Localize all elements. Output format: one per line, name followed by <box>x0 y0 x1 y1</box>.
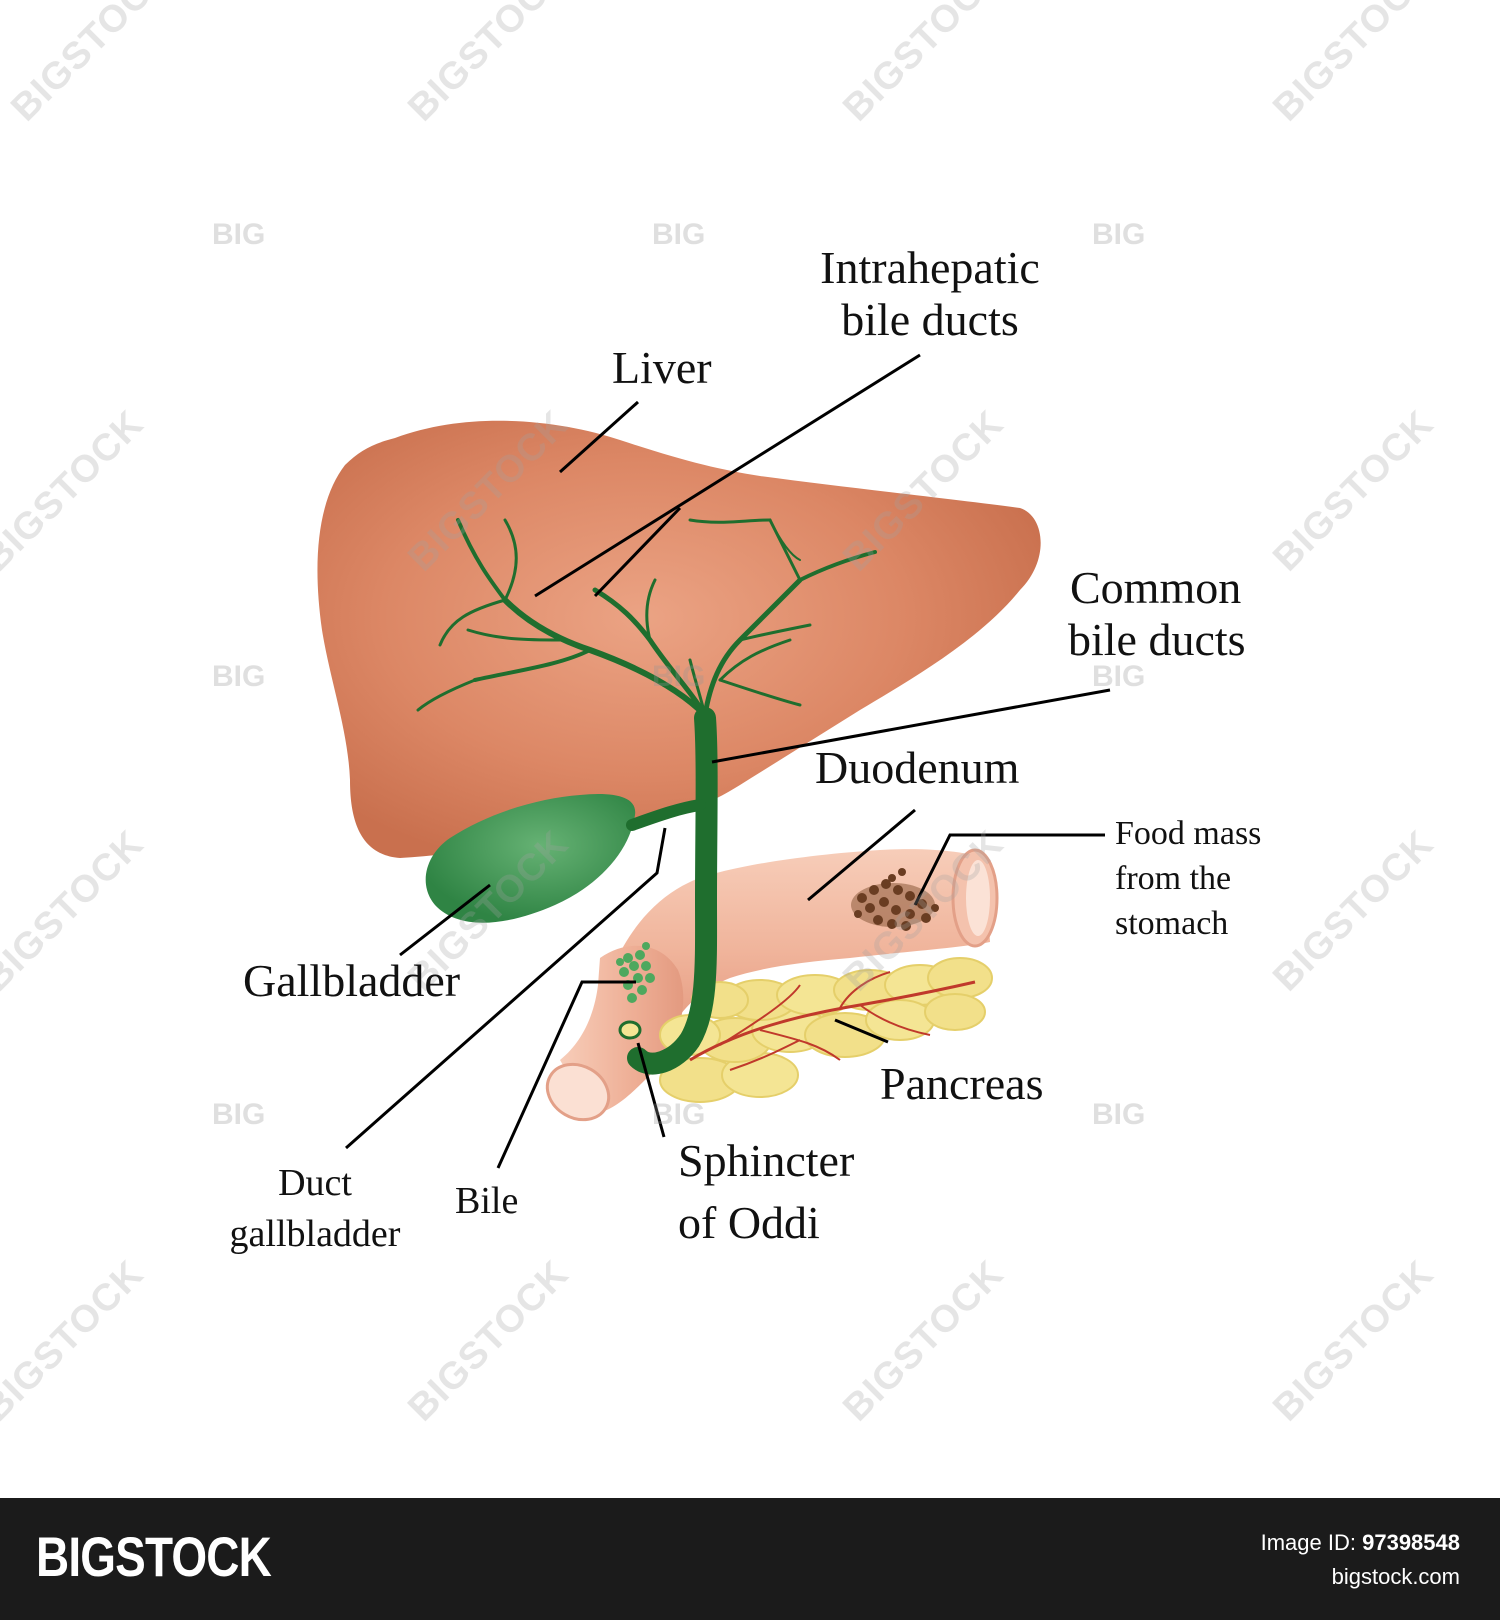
label-sphincter-of-oddi: Sphincter of Oddi <box>678 1130 854 1254</box>
site-link[interactable]: bigstock.com <box>1332 1564 1460 1590</box>
label-food-mass: Food mass from the stomach <box>1115 812 1261 947</box>
brand-logo: BIGSTOCK <box>36 1524 271 1589</box>
sphincter-opening <box>620 1022 640 1038</box>
image-id-value: 97398548 <box>1362 1530 1460 1555</box>
image-id: Image ID: 97398548 <box>1261 1530 1460 1556</box>
footer-bar: BIGSTOCK Image ID: 97398548 bigstock.com <box>0 1498 1500 1620</box>
label-bile: Bile <box>455 1180 518 1223</box>
label-common-bile-ducts: Common bile ducts <box>1068 562 1246 665</box>
anatomy-diagram <box>0 0 1500 1500</box>
label-intrahepatic-bile-ducts: Intrahepatic bile ducts <box>790 242 1070 345</box>
label-gallbladder: Gallbladder <box>243 955 460 1007</box>
label-duct-gallbladder: Duct gallbladder <box>210 1158 420 1261</box>
label-duodenum: Duodenum <box>815 742 1019 794</box>
label-liver: Liver <box>612 342 712 394</box>
image-id-label: Image ID: <box>1261 1530 1356 1555</box>
label-pancreas: Pancreas <box>880 1058 1043 1110</box>
